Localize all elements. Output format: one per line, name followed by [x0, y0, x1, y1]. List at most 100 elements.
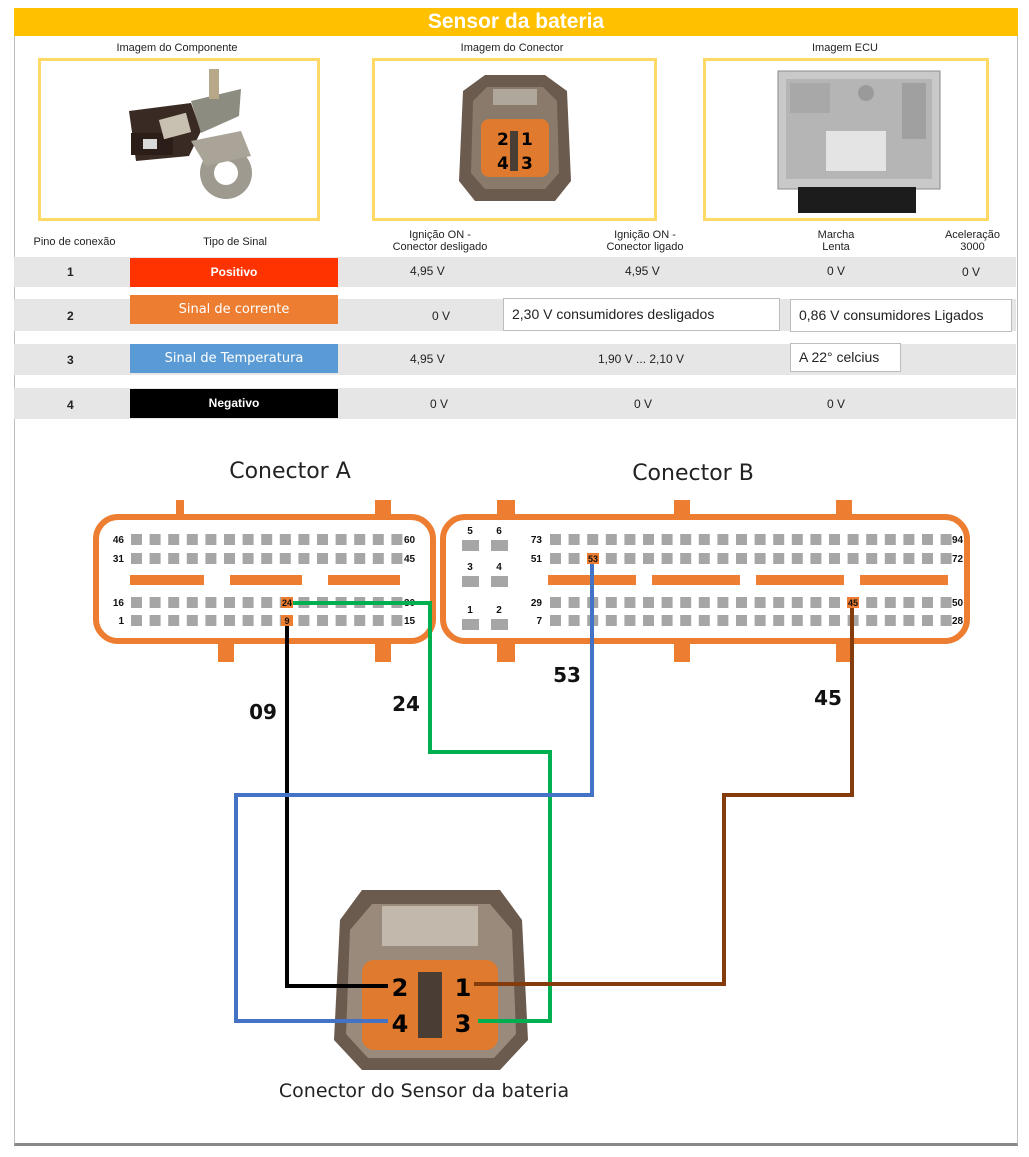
- connector-b-pin: [550, 615, 561, 626]
- connector-a-pin: [242, 534, 254, 545]
- connector-b-pin: [661, 615, 673, 626]
- connector-b-pin: [643, 597, 654, 608]
- connector-a-row-label: 60: [404, 535, 416, 546]
- connector-b-pin: [884, 597, 896, 608]
- connector-b-pin: [773, 553, 785, 564]
- connector-b-pin: [754, 534, 766, 545]
- connector-b-pin: [624, 597, 636, 608]
- connector-a-pin: [205, 615, 217, 626]
- connector-b-pin-45: [847, 597, 859, 608]
- connector-b-pin-53-label: 53: [588, 554, 598, 564]
- connector-b-small-pin-label: 1: [467, 605, 473, 616]
- connector-b-row-label: 51: [531, 554, 543, 565]
- connector-b-pin: [624, 553, 636, 564]
- connector-a-pin: [261, 534, 273, 545]
- connector-b-pin: [736, 615, 747, 626]
- row-2-signal-current: Sinal de corrente: [130, 295, 338, 324]
- header-ignition-disconnected: Ignição ON -Conector desligado: [392, 229, 488, 253]
- row-1-ign-on: 4,95 V: [625, 264, 660, 278]
- connector-b-pin: [680, 534, 692, 545]
- connector-a-pin: [224, 553, 235, 564]
- connector-b-small-pin-label: 5: [467, 526, 473, 537]
- row-1-ign-off: 4,95 V: [410, 264, 445, 278]
- connector-b-pin: [736, 553, 747, 564]
- connector-image-title: Imagem do Conector: [460, 42, 564, 54]
- row-4-pin: 4: [67, 398, 74, 412]
- connector-image: 2 1 4 3: [372, 58, 657, 221]
- header-pin: Pino de conexão: [33, 236, 116, 248]
- connector-a-pin: [335, 553, 347, 564]
- connector-a-pin: [186, 534, 198, 545]
- row-1-signal-positive: Positivo: [130, 258, 338, 287]
- ecu-image: [703, 58, 989, 221]
- connector-b-row-label: 7: [536, 616, 542, 627]
- connector-b-small-pin-label: 3: [467, 562, 473, 573]
- connector-b-small-pin: [491, 619, 508, 630]
- connector-a-title: Conector A: [229, 459, 351, 484]
- connector-b-pin: [829, 534, 840, 545]
- connector-image-pin-2: 2: [497, 130, 509, 150]
- wire-black-pin9-to-2: [285, 622, 388, 988]
- connector-b-pin: [922, 615, 933, 626]
- row-4-ign-off: 0 V: [430, 397, 449, 411]
- row-4-signal-negative: Negativo: [130, 389, 338, 418]
- connector-a-pin: [131, 615, 142, 626]
- connector-a-pin: [149, 534, 161, 545]
- header-ignition-connected: Ignição ON -Conector ligado: [606, 229, 684, 253]
- component-image-title: Imagem do Componente: [116, 42, 238, 54]
- connector-b-pin: [866, 615, 878, 626]
- connector-b-pin: [605, 534, 617, 545]
- connector-a-pin: [205, 534, 217, 545]
- connector-b-pin: [866, 597, 878, 608]
- connector-a-pin: [224, 597, 235, 608]
- connector-b-pin: [717, 597, 729, 608]
- connector-a-row-label: 45: [404, 554, 416, 565]
- connector-a-pin-9: [281, 615, 293, 626]
- connector-b-pin: [884, 615, 896, 626]
- connector-a-pin: [131, 534, 142, 545]
- connector-a-pin: [391, 553, 403, 564]
- row-2-ign-on-note: 2,30 V consumidores desligados: [503, 298, 780, 331]
- connector-b-pin: [717, 553, 729, 564]
- row-4-ign-on: 0 V: [634, 397, 653, 411]
- connector-a-pin: [224, 534, 235, 545]
- connector-a-pin: [261, 597, 273, 608]
- connector-a-row-label: 15: [404, 616, 416, 627]
- connector-b-row-label: 72: [952, 554, 964, 565]
- sensor-connector: [334, 890, 528, 1070]
- connector-a-pin: [279, 534, 291, 545]
- connector-b-pin: [829, 553, 840, 564]
- connector-b-pin: [791, 615, 803, 626]
- connector-a-pin: [149, 597, 161, 608]
- connector-a-pin: [168, 553, 180, 564]
- connector-b-pin: [605, 597, 617, 608]
- connector-b-row-label: 28: [952, 616, 964, 627]
- connector-a-pin: [335, 534, 347, 545]
- connector-b-small-pin: [491, 540, 508, 551]
- connector-b-pin: [884, 534, 896, 545]
- connector-b-pin: [736, 597, 747, 608]
- connector-b-pin: [903, 597, 915, 608]
- connector-a-row-label: 31: [113, 554, 125, 565]
- connector-b-pin: [605, 615, 617, 626]
- wire-label-45: 45: [814, 686, 842, 710]
- wire-blue-pin53-to-4: [234, 560, 594, 1023]
- connector-b-row-label: 29: [531, 598, 543, 609]
- row-3-idle-note: A 22° celcius: [790, 343, 901, 372]
- connector-a-pin: [372, 615, 384, 626]
- connector-b-pin: [587, 534, 599, 545]
- connector-b-pin: [698, 615, 710, 626]
- connector-a-pin: [298, 615, 310, 626]
- connector-b-row-label: 50: [952, 598, 964, 609]
- connector-b-pin: [680, 615, 692, 626]
- sensor-pin-4: 4: [392, 1010, 409, 1038]
- connector-b-pin: [773, 534, 785, 545]
- connector-b-pin: [754, 597, 766, 608]
- connector-a-pin: [149, 553, 161, 564]
- connector-b-pin: [568, 553, 580, 564]
- connector-b-pin: [940, 597, 952, 608]
- connector-b-pin: [810, 615, 822, 626]
- connector-a-pin: [224, 615, 235, 626]
